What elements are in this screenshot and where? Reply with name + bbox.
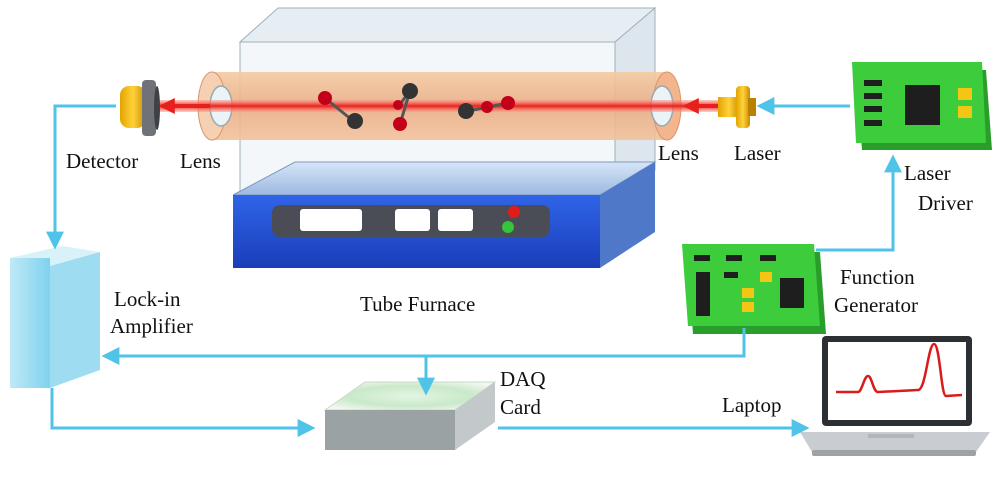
red-indicator [508,206,520,218]
label-lock-in-2: Amplifier [110,314,193,338]
label-laser-driver-2: Driver [918,191,973,215]
label-detector: Detector [66,149,138,173]
molecules [318,83,515,131]
label-lens-right: Lens [658,141,699,165]
label-laser-driver-1: Laser [904,161,951,185]
label-laser: Laser [734,141,781,165]
furnace-base [232,161,657,268]
function-generator-board [682,244,826,334]
laser-beam [150,100,730,112]
display-1 [300,209,362,231]
laser-driver-board [852,62,992,150]
lock-in-amplifier [10,246,100,388]
laptop-screen [828,342,966,420]
label-function-generator-2: Generator [834,293,918,317]
label-function-generator-1: Function [840,265,915,289]
label-daq-2: Card [500,395,541,419]
arrow-lockin-to-daq [50,388,316,437]
laser-source [718,86,756,128]
label-laptop: Laptop [722,393,781,417]
arrow-detector-to-lockin [46,104,116,250]
signal-trace [836,342,963,398]
display-2 [395,209,430,231]
detector [120,80,160,136]
label-tube-furnace: Tube Furnace [360,292,475,316]
tube-furnace [150,6,730,268]
label-lens-left: Lens [180,149,221,173]
label-daq-1: DAQ [500,367,546,391]
arrow-fg-to-lockin [101,328,746,365]
laptop [800,336,990,456]
display-3 [438,209,473,231]
connection-arrows [46,97,902,437]
green-indicator [502,221,514,233]
daq-card [323,381,497,450]
label-lock-in-1: Lock-in [114,287,181,311]
arrow-fg-to-driver [816,154,902,252]
